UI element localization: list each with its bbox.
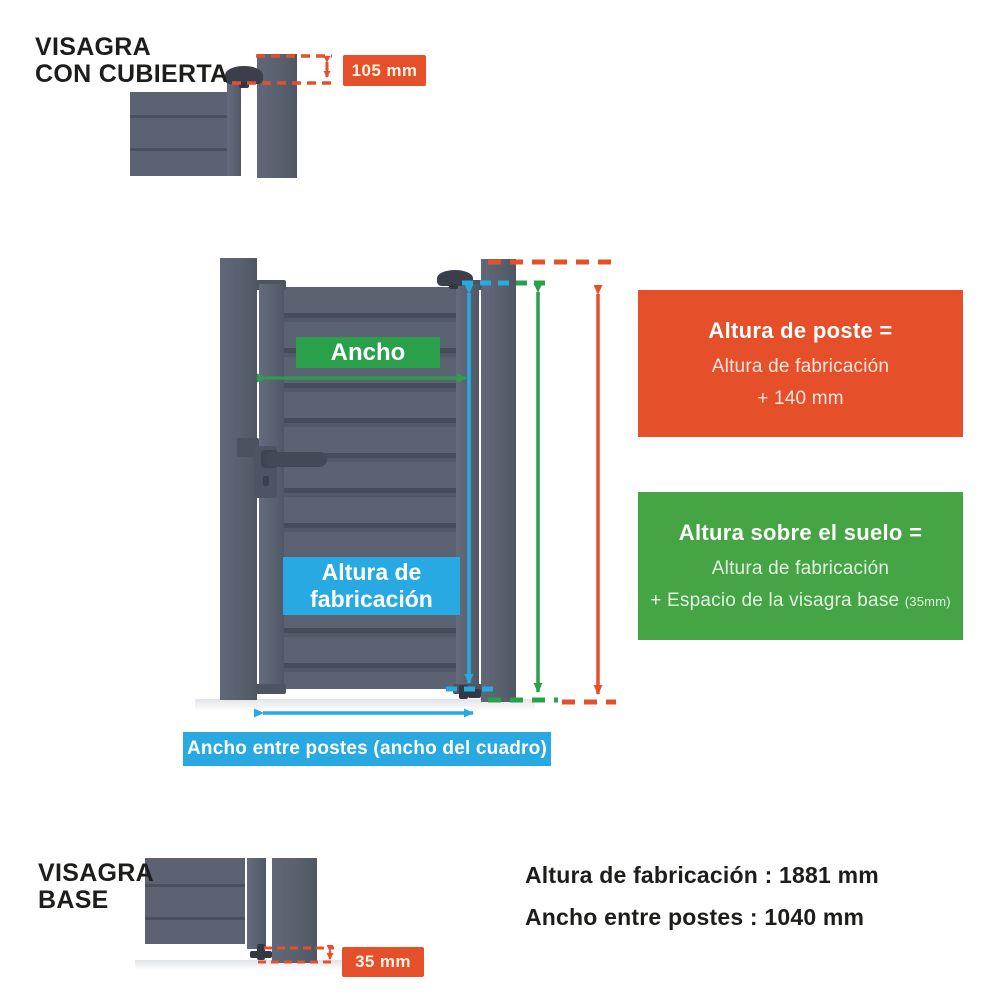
- ground-shadow: [135, 960, 345, 970]
- base-hinge-foot-icon: [250, 951, 272, 958]
- hinge-cover-stem: [239, 82, 249, 88]
- base-hinge-gate-stile: [247, 858, 266, 949]
- hinge-cover-title-line2: CON CUBIERTA: [35, 60, 229, 88]
- left-stile-bottom-cap: [256, 684, 286, 694]
- spec-width-between-posts: Ancho entre postes : 1040 mm: [525, 904, 865, 930]
- spec-fabrication-height: Altura de fabricación : 1881 mm: [525, 862, 879, 888]
- handle-lever-icon: [264, 452, 327, 467]
- main-gate-right-stile: [456, 284, 479, 690]
- width-label: Ancho: [296, 337, 440, 368]
- hinge-cover-gate-stile: [227, 82, 241, 176]
- post-height-title: Altura de poste =: [708, 317, 893, 343]
- base-hinge-post: [272, 858, 317, 963]
- keyhole-icon: [263, 476, 269, 486]
- hinge-cover-title: VISAGRA CON CUBIERTA: [35, 34, 228, 88]
- width-between-posts-banner-text: Ancho entre postes (ancho del cuadro): [186, 738, 547, 759]
- ground-clearance-title: Altura sobre el suelo =: [678, 520, 923, 545]
- hinge-cover-title-line1: VISAGRA: [35, 33, 152, 61]
- main-bottom-hinge-foot: [468, 689, 481, 698]
- panel-slat-line: [145, 884, 245, 887]
- badge-105mm-text: 105 mm: [351, 60, 418, 80]
- width-label-text: Ancho: [330, 338, 406, 366]
- base-hinge-title-line2: BASE: [38, 886, 109, 914]
- hinge-cover-gate-panel: [130, 92, 228, 176]
- fabrication-height-line2: fabricación: [310, 586, 433, 612]
- dimension-badge-35mm: 35 mm: [342, 947, 424, 977]
- post-height-info-box: Altura de poste = Altura de fabricación …: [638, 290, 963, 437]
- main-bottom-hinge: [459, 685, 468, 699]
- ground-clearance-note: (35mm): [904, 594, 951, 609]
- specs-block: Altura de fabricación : 1881 mm Ancho en…: [525, 862, 879, 946]
- lock-keep: [237, 438, 259, 457]
- panel-slat-line: [130, 148, 228, 151]
- dimension-badge-105mm: 105 mm: [343, 55, 426, 86]
- fabrication-height-line1: Altura de: [321, 559, 422, 585]
- main-left-post: [220, 258, 257, 700]
- base-hinge-gate-panel: [145, 858, 245, 944]
- panel-slat-line: [145, 917, 245, 920]
- post-height-line1: Altura de fabricación: [711, 355, 890, 377]
- panel-slat-line: [130, 115, 228, 118]
- ground-clearance-line2-text: + Espacio de la visagra base: [650, 590, 900, 611]
- main-right-post: [481, 259, 516, 702]
- post-height-line2: + 140 mm: [757, 387, 844, 409]
- base-hinge-title: VISAGRA BASE: [38, 860, 154, 914]
- ground-shadow: [195, 699, 535, 711]
- width-between-posts-banner: Ancho entre postes (ancho del cuadro): [183, 732, 551, 766]
- hinge-cover-post: [257, 54, 297, 178]
- badge-35mm-text: 35 mm: [355, 952, 411, 971]
- hinge-cover-cap-icon: [225, 66, 263, 84]
- main-top-hinge-stem: [449, 284, 458, 289]
- fabrication-height-label: Altura de fabricación: [283, 557, 460, 615]
- base-hinge-title-line1: VISAGRA: [38, 859, 155, 887]
- ground-clearance-line1: Altura de fabricación: [711, 558, 890, 579]
- ground-clearance-info-box: Altura sobre el suelo = Altura de fabric…: [638, 492, 963, 640]
- ground-clearance-line2: + Espacio de la visagra base (35mm): [650, 590, 951, 612]
